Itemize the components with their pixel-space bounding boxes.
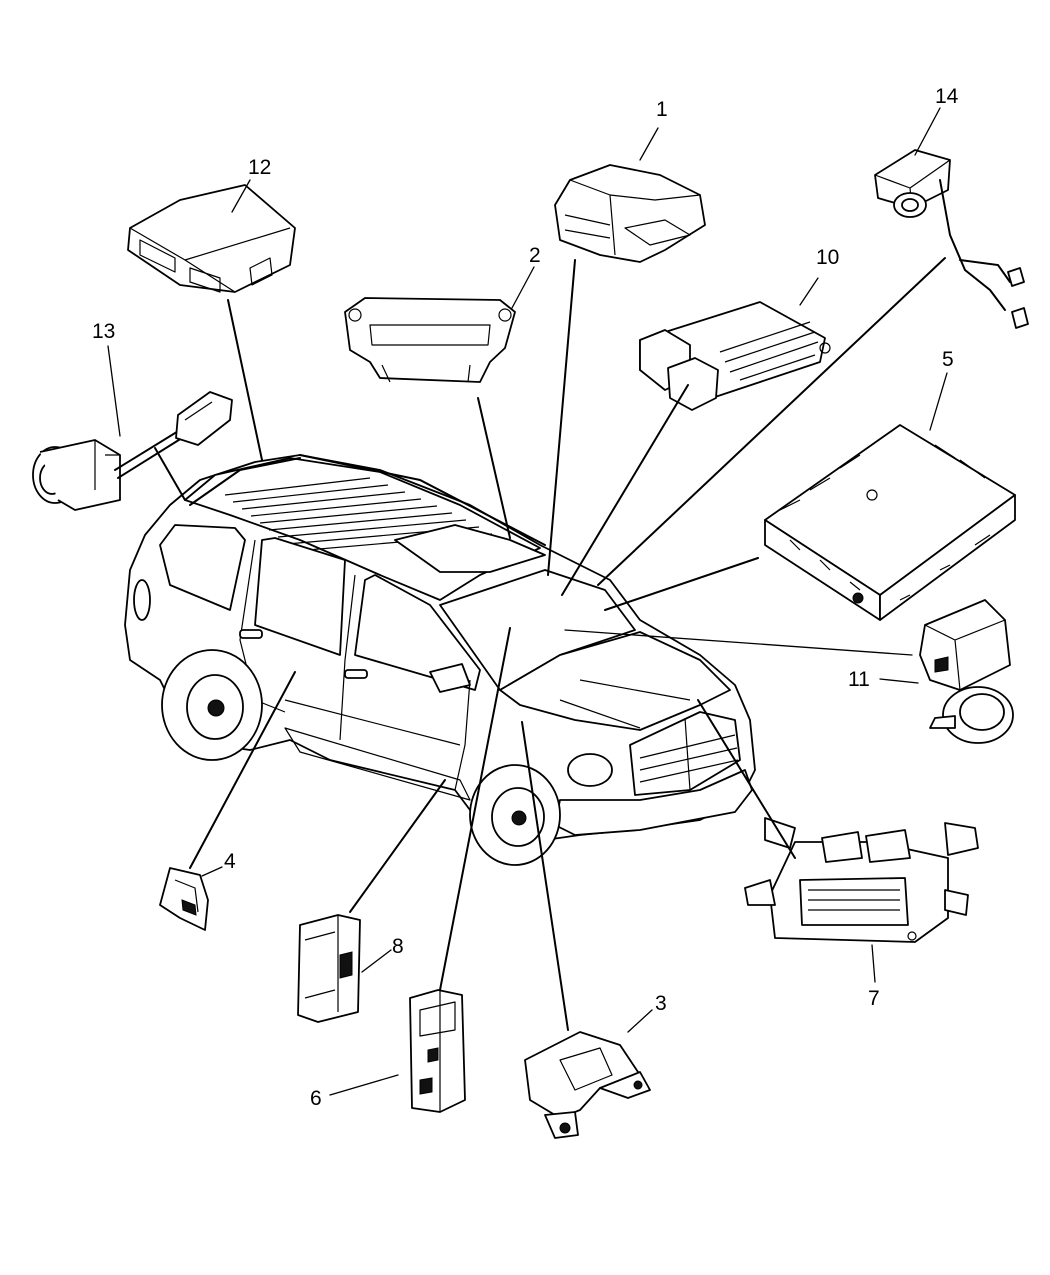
- component-7-powertrain-control-module: [744, 817, 979, 943]
- callout-4: 4: [224, 850, 236, 873]
- callout-11: 11: [848, 668, 870, 691]
- roof-rail-left: [189, 457, 301, 506]
- component-5-control-module: [764, 424, 1016, 621]
- component-3-module-bracket: [524, 1031, 651, 1139]
- callout-5: 5: [942, 348, 954, 371]
- sunroof: [394, 524, 546, 573]
- component-6-tall-module: [409, 989, 466, 1113]
- callout-6: 6: [310, 1087, 322, 1110]
- rear-quarter-window: [159, 524, 246, 611]
- roof-rail-right: [299, 454, 546, 546]
- door-seam-front: [339, 574, 356, 741]
- tail-light: [133, 579, 151, 621]
- component-14-module-harness: [874, 149, 1029, 329]
- front-bumper: [554, 769, 753, 836]
- component-1-airbag-control-module: [554, 164, 706, 263]
- component-11-receiver-module: [919, 599, 1014, 744]
- front-door-window: [354, 574, 481, 691]
- callout-13: 13: [92, 320, 115, 343]
- leader-lines: [154, 257, 946, 1031]
- hood: [499, 631, 731, 731]
- front-wheel: [469, 764, 561, 866]
- grille: [629, 711, 741, 796]
- callout-7: 7: [868, 987, 880, 1010]
- callout-1: 1: [656, 98, 668, 121]
- component-12-module: [127, 184, 296, 293]
- running-board: [284, 727, 471, 801]
- component-2-instrument-cluster: [344, 297, 516, 383]
- pcm-connector-pins: [808, 889, 900, 911]
- callout-numbers: 1 2 3 4 5 6 7 8 10 11 12 13 14: [92, 85, 959, 1110]
- body-molding: [284, 699, 461, 746]
- component-8-module: [297, 914, 361, 1023]
- component-10-connector-module: [639, 301, 831, 411]
- component-4-sensor: [159, 867, 209, 931]
- grille-bars: [639, 717, 739, 791]
- callout-10: 10: [816, 246, 839, 269]
- rear-door-window: [254, 537, 346, 656]
- door-seam-fender: [454, 679, 471, 791]
- callout-3: 3: [655, 992, 667, 1015]
- callout-12: 12: [248, 156, 271, 179]
- component-13-ignition-switch: [32, 391, 233, 511]
- callout-14: 14: [935, 85, 959, 108]
- vehicle-suv: [124, 454, 756, 866]
- callout-8: 8: [392, 935, 404, 958]
- rear-wheel: [161, 649, 263, 761]
- side-mirror: [429, 663, 471, 693]
- rear-door-handle: [239, 629, 263, 639]
- callout-2: 2: [529, 244, 541, 267]
- callout-leaders: [107, 107, 948, 1096]
- headlight: [567, 753, 613, 787]
- front-door-handle: [344, 669, 368, 679]
